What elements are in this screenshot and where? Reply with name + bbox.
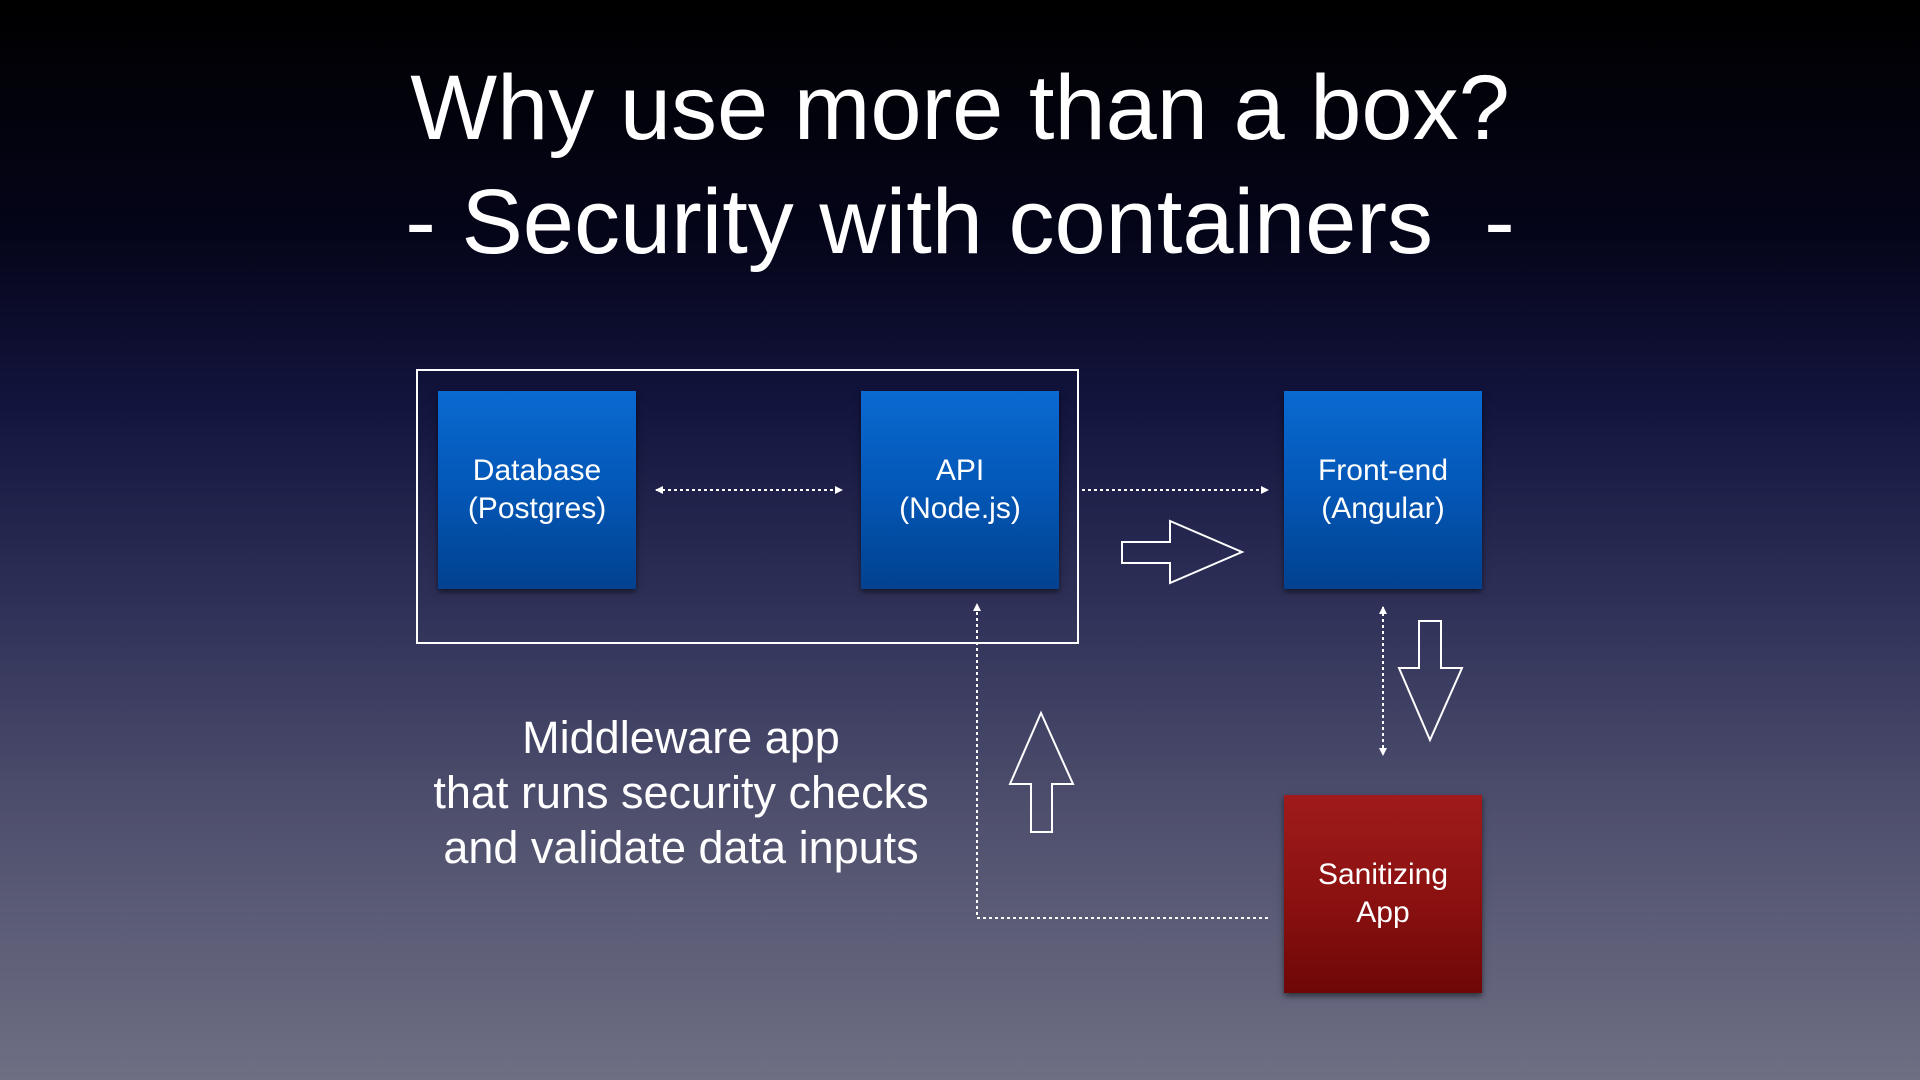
up-outline-arrow-icon (1008, 710, 1075, 833)
sanitizer-label: Sanitizing (1317, 858, 1449, 891)
api-tech-label: (Node.js) (899, 492, 1021, 525)
middleware-note-line: and validate data inputs (443, 822, 919, 873)
frontend-label: Front-end (1317, 454, 1449, 487)
database-tech-label: (Postgres) (467, 492, 607, 525)
right-outline-arrow-icon (1121, 519, 1245, 585)
slide-subtitle: - Security with containers - (405, 171, 1515, 273)
sanitizer-box: Sanitizing App (1284, 795, 1482, 993)
sanitizer-label-suffix: App (1356, 896, 1410, 929)
api-label: API (935, 454, 985, 487)
frontend-tech-label: (Angular) (1321, 492, 1445, 525)
down-outline-arrow-icon (1397, 620, 1464, 743)
container-boundary (416, 369, 1079, 644)
up-outline-arrow-icon (1010, 713, 1041, 833)
middleware-note-line: Middleware app (522, 712, 840, 763)
sanitizer-api-connector (973, 603, 1268, 919)
api-box: API (Node.js) (861, 391, 1059, 589)
database-label: Database (472, 454, 602, 487)
middleware-note: Middleware app that runs security checks… (381, 710, 981, 875)
frontend-box: Front-end (Angular) (1284, 391, 1482, 589)
slide-title: Why use more than a box? (410, 57, 1510, 159)
database-box: Database (Postgres) (438, 391, 636, 589)
middleware-note-line: that runs security checks (433, 767, 929, 818)
